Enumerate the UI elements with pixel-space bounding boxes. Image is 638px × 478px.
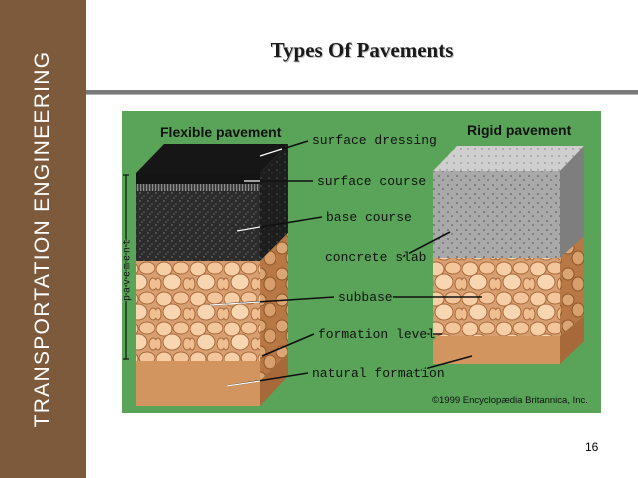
slide-title: Types Of Pavements	[270, 38, 454, 62]
label-base-course: base course	[326, 210, 412, 225]
flexible-pavement-heading: Flexible pavement	[160, 124, 282, 140]
rigid-pavement-heading: Rigid pavement	[467, 122, 572, 138]
pavement-types-illustration: pavement Flexible pavement Rigid pavemen…	[122, 111, 601, 413]
rigid-pavement-block	[433, 146, 584, 364]
copyright-note: ©1999 Encyclopædia Britannica, Inc.	[432, 395, 588, 406]
pavement-bracket	[123, 174, 129, 360]
label-surface-dressing: surface dressing	[312, 133, 437, 148]
bracket-label: pavement	[123, 237, 134, 301]
label-subbase: subbase	[338, 290, 393, 305]
flexible-pavement-block	[136, 144, 288, 406]
label-surface-course: surface course	[317, 174, 426, 189]
sidebar: TRANSPORTATION ENGINEERING	[0, 0, 86, 478]
label-concrete-slab: concrete slab	[325, 250, 426, 265]
title-divider	[86, 90, 638, 95]
page-number: 16	[585, 440, 599, 454]
label-natural-formation: natural formation	[312, 366, 445, 381]
label-formation-level: formation level	[318, 327, 435, 342]
sidebar-title: TRANSPORTATION ENGINEERING	[31, 50, 54, 428]
leader-highlights	[209, 148, 283, 387]
